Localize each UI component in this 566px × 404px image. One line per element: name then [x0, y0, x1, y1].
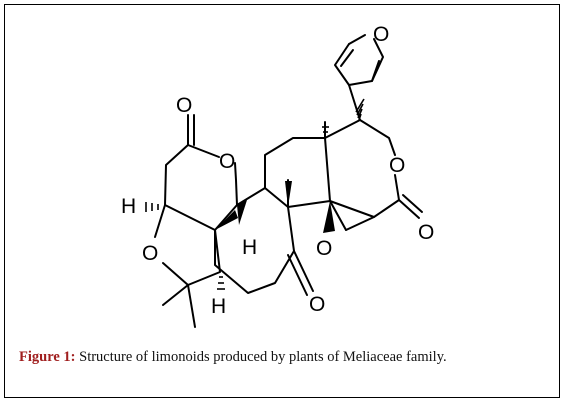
figure-frame: O O O O O O O O H H H Figure 1: Structur…	[4, 4, 560, 398]
atom-o-ketone: O	[309, 293, 325, 316]
furan-ring	[334, 38, 384, 86]
furan-link-bond	[348, 84, 361, 121]
figure-caption-text: Structure of limonoids produced by plant…	[79, 349, 447, 365]
atom-o-furan: O	[373, 23, 389, 46]
atom-o-lactone-ring: O	[389, 154, 405, 177]
atom-h-left: H	[121, 195, 136, 218]
limonoid-structure-diagram: O O O O O O O O H H H	[121, 23, 434, 328]
atom-o-epoxide: O	[316, 237, 332, 260]
atom-o-top-carbonyl: O	[176, 94, 192, 117]
atom-h-bottom: H	[211, 295, 226, 318]
figure-caption: Figure 1: Structure of limonoids produce…	[19, 348, 551, 367]
atom-o-thf: O	[142, 242, 158, 265]
atom-o-lactone-carbonyl: O	[418, 221, 434, 244]
stereo-bonds	[145, 98, 365, 290]
atom-o-ring-a: O	[219, 150, 235, 173]
atom-h-center: H	[242, 236, 257, 259]
figure-label: Figure 1:	[19, 349, 76, 365]
